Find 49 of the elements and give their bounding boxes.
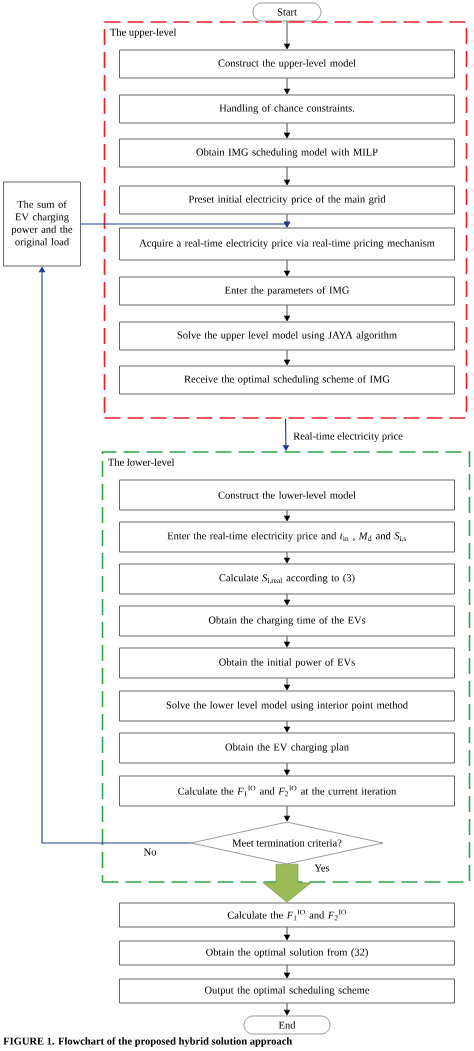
arrow xyxy=(283,635,291,648)
arrow xyxy=(283,349,291,366)
process-box: Preset initial electricity price of the main grid xyxy=(119,185,455,215)
caption: FIGURE 1. Flowchart of the proposed hybrid solution approach xyxy=(3,1037,292,1047)
arrow xyxy=(283,259,291,277)
arrow xyxy=(80,221,291,228)
process-box: Calculate S$_{i,real}$ according to (3) xyxy=(119,563,455,595)
arrow xyxy=(283,551,291,564)
arrow xyxy=(283,1002,291,1016)
arrow xyxy=(283,509,291,522)
process-box: Enter the real-time electricity price and t$_{in}$ , M$_{d}$ and S$_{i,s}$ xyxy=(119,521,455,553)
edge-label: No xyxy=(142,847,158,857)
start-terminal: Start xyxy=(252,2,322,22)
region-title: The lower-level xyxy=(108,458,175,466)
process-box: Solve the upper level model using JAYA algorithm xyxy=(119,321,455,351)
arrow xyxy=(283,805,291,822)
arrow xyxy=(283,593,291,606)
process-box: Output the optimal scheduling scheme xyxy=(119,978,455,1004)
arrow xyxy=(283,964,291,979)
arrow xyxy=(283,20,291,50)
edge-label: Yes xyxy=(313,863,331,873)
arrow xyxy=(283,720,291,733)
process-box: Handling of chance constraints. xyxy=(119,94,455,124)
arrow xyxy=(283,304,291,322)
region-title: The upper-level xyxy=(110,28,177,38)
process-box: The sum of EV charging power and the original load xyxy=(3,181,81,267)
process-box: Obtain the EV charging plan xyxy=(119,732,455,764)
arrow xyxy=(262,863,312,903)
process-box: Calculate the F$_{1}$$^{IO}$ and F$_{2}$$^{IO}$ at the current iteration xyxy=(119,775,455,807)
arrow xyxy=(38,266,192,844)
process-box: Obtain the charging time of the EVs xyxy=(119,605,455,637)
arrow xyxy=(283,77,291,95)
process-box: Obtain the initial power of EVs xyxy=(119,647,455,679)
arrow xyxy=(283,926,291,941)
process-box: Receive the optimal scheduling scheme of IMG xyxy=(119,365,455,395)
arrow xyxy=(283,166,291,186)
process-box: Solve the lower level model using interior point method xyxy=(119,690,455,722)
process-box: Obtain the optimal solution from (32) xyxy=(119,940,455,966)
arrow xyxy=(283,213,291,228)
process-box: Construct the lower-level model xyxy=(119,479,455,511)
process-box: Obtain IMG scheduling model with MILP xyxy=(119,138,455,168)
edge-label: Real-time electricity price xyxy=(292,431,404,443)
process-box: Enter the parameters of IMG xyxy=(119,276,455,306)
process-box: Construct the upper-level model xyxy=(119,49,455,79)
arrow xyxy=(283,762,291,776)
arrow xyxy=(283,122,291,139)
arrow xyxy=(283,677,291,691)
process-box: Acquire a real-time electricity price via real-time pricing mechanism xyxy=(119,227,455,261)
end-terminal: End xyxy=(243,1015,331,1035)
